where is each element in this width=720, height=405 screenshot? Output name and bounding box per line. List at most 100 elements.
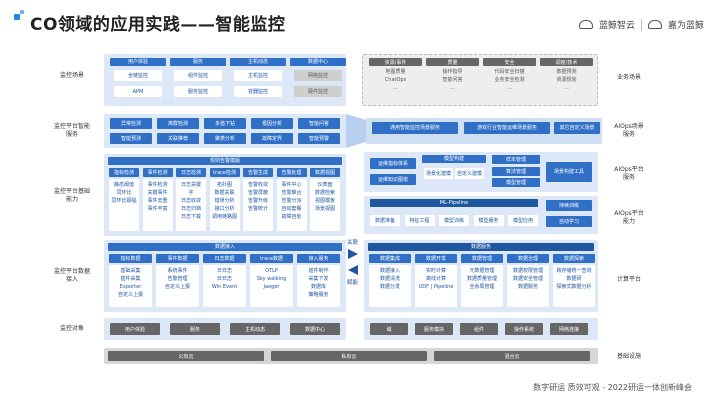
ml-pipeline-side[interactable]: 持续训练 xyxy=(546,200,592,211)
base-col-item[interactable]: 静态阈值 xyxy=(113,182,134,188)
ml-pipeline-step[interactable]: 特征工程 xyxy=(404,215,435,226)
base-col-item[interactable]: 事件去重 xyxy=(147,198,168,204)
compute-col-item[interactable]: 数据安全管理 xyxy=(512,276,543,282)
base-col-item[interactable]: 视图模板 xyxy=(314,198,335,204)
access-col-item[interactable]: 自定义上报 xyxy=(117,292,143,298)
ml-pipeline-step[interactable]: 模型服务 xyxy=(473,215,504,226)
compute-col-item[interactable]: 实时计算 xyxy=(425,268,446,274)
smart-service-cell[interactable]: 聚类分析 xyxy=(204,133,246,144)
smart-service-cell[interactable]: 关联推荐 xyxy=(157,133,199,144)
access-col-item[interactable]: Jaeger xyxy=(263,284,280,290)
infra-cell[interactable]: 混合云 xyxy=(434,351,590,361)
model-build-item[interactable]: 自定义建模 xyxy=(455,168,484,179)
compute-col-item[interactable]: 全余局管理 xyxy=(469,284,495,290)
smart-service-cell[interactable]: 故障定界 xyxy=(251,133,293,144)
aiops-platform-left-cell[interactable]: 运维知识图谱 xyxy=(370,174,416,185)
access-col-item[interactable]: 数据库 xyxy=(310,284,326,290)
base-col-item[interactable]: 同环比振幅 xyxy=(111,198,137,204)
access-col-item[interactable]: 基础采集 xyxy=(120,268,141,274)
smart-service-cell[interactable]: 离群检测 xyxy=(157,118,199,129)
compute-col-item[interactable]: 离线计算 xyxy=(425,276,446,282)
base-col-item[interactable]: 日志关键 xyxy=(180,182,201,188)
base-col-item[interactable]: 仪表盘 xyxy=(317,182,333,188)
base-col-item[interactable]: 字 xyxy=(188,190,194,196)
smart-service-cell[interactable]: 多值下钻 xyxy=(204,118,246,129)
access-col-item[interactable]: Sky walking xyxy=(256,276,287,282)
compute-col-item[interactable]: 数据权限管理 xyxy=(512,268,543,274)
model-build-item[interactable]: 场景化建模 xyxy=(424,168,453,179)
compute-col-item[interactable]: 数据接入 xyxy=(379,268,400,274)
base-col-item[interactable]: 场景视图 xyxy=(314,206,335,212)
compute-col-item[interactable]: 数据清洗 xyxy=(379,276,400,282)
base-col-item[interactable]: 日志归档 xyxy=(180,206,201,212)
infra-cell[interactable]: 公有云 xyxy=(108,351,264,361)
base-col-item[interactable]: 告警收敛 xyxy=(247,182,268,188)
base-col-item[interactable]: 调用链路图 xyxy=(211,214,237,220)
base-col-item[interactable]: 事件中心 xyxy=(281,182,302,188)
base-col-item[interactable]: 告警统计 xyxy=(247,206,268,212)
base-col-item[interactable]: 日志收敛 xyxy=(180,198,201,204)
compute-col-item[interactable]: UDF | Pipeline xyxy=(418,284,454,290)
monitor-object-cell[interactable]: 服务 xyxy=(170,323,220,335)
aiops-platform-left-cell[interactable]: 运维指标体系 xyxy=(370,158,416,169)
monitor-object-cell[interactable]: 数据中心 xyxy=(290,323,340,335)
smart-service-cell[interactable]: 智能问答 xyxy=(298,118,340,129)
aiops-scene-cell[interactable]: 其它自定义场景 xyxy=(554,122,600,134)
scene-item[interactable]: 组件监控 xyxy=(174,70,222,81)
access-col-item[interactable]: 插件制作 xyxy=(308,268,329,274)
access-col-item[interactable]: 插件采集 xyxy=(120,276,141,282)
base-col-item[interactable]: 关键事件 xyxy=(147,190,168,196)
smart-service-cell[interactable]: 根因分析 xyxy=(251,118,293,129)
access-col-item[interactable]: 日日志 xyxy=(216,276,232,282)
access-col-item[interactable]: OTLP xyxy=(265,268,278,274)
sample-manage-cell[interactable]: 样本管理 xyxy=(492,155,540,164)
smart-service-cell[interactable]: 智能预警 xyxy=(298,133,340,144)
base-col-item[interactable]: 同环比 xyxy=(116,190,132,196)
base-col-item[interactable]: 告警屏蔽 xyxy=(247,190,268,196)
access-col-item[interactable]: 策略服务 xyxy=(308,292,329,298)
ml-pipeline-side[interactable]: 自动学习 xyxy=(546,216,592,227)
compute-col-item[interactable]: 数据质量管理 xyxy=(466,276,497,282)
base-col-item[interactable]: 自动套餐 xyxy=(281,206,302,212)
scene-item[interactable]: 主机监控 xyxy=(234,70,282,81)
base-col-item[interactable]: 日志下载 xyxy=(180,214,201,220)
algo-model-cell[interactable]: 算法管理 xyxy=(492,167,540,176)
compute-col-item[interactable]: 数据研 xyxy=(566,276,582,282)
ml-pipeline-step[interactable]: 模型应用 xyxy=(508,215,538,226)
algo-model-cell[interactable]: 模型管理 xyxy=(492,178,540,187)
aiops-scene-cell[interactable]: 通用智能监控场景服务 xyxy=(372,122,458,134)
base-col-item[interactable]: 告警分派 xyxy=(281,198,302,204)
base-col-item[interactable]: 告警升级 xyxy=(247,198,268,204)
compute-col-item[interactable]: 元数据管理 xyxy=(469,268,495,274)
monitor-object-cell[interactable]: 网络连接 xyxy=(550,323,588,335)
base-col-item[interactable]: 事件丰富 xyxy=(147,206,168,212)
smart-service-cell[interactable]: 智能预测 xyxy=(110,133,152,144)
base-col-item[interactable]: 数据关联 xyxy=(214,190,235,196)
base-col-item[interactable]: 数据检索 xyxy=(314,190,335,196)
compute-col-item[interactable]: 数据分发 xyxy=(379,284,400,290)
monitor-object-cell[interactable]: 操作系统 xyxy=(505,323,543,335)
access-col-item[interactable]: Win Event xyxy=(211,284,238,290)
base-col-item[interactable]: 告警聚合 xyxy=(281,190,302,196)
scene-item[interactable]: 网络监控 xyxy=(294,70,342,81)
scene-item[interactable]: 容器监控 xyxy=(234,86,282,97)
monitor-object-cell[interactable]: 用户体验 xyxy=(110,323,160,335)
monitor-object-cell[interactable]: 域 xyxy=(370,323,408,335)
scene-item[interactable]: 全链监控 xyxy=(114,70,162,81)
base-col-item[interactable]: 拓扑图 xyxy=(216,182,232,188)
compute-col-item[interactable]: 跨存储统一查询 xyxy=(556,268,592,274)
ml-pipeline-step[interactable]: 数据准备 xyxy=(370,215,400,226)
access-col-item[interactable]: 告警管理 xyxy=(167,276,188,282)
scene-item[interactable]: APM xyxy=(114,86,162,97)
base-col-item[interactable]: 接口分析 xyxy=(214,206,235,212)
smart-service-cell[interactable]: 异常检测 xyxy=(110,118,152,129)
access-col-item[interactable]: 采集下发 xyxy=(308,276,329,282)
scene-build-tool-cell[interactable]: 场景构建工具 xyxy=(546,162,592,182)
access-col-item[interactable]: Exporter xyxy=(119,284,142,290)
scene-item[interactable]: 服务监控 xyxy=(174,86,222,97)
access-col-item[interactable]: 日日志 xyxy=(216,268,232,274)
ml-pipeline-step[interactable]: 模型训练 xyxy=(439,215,469,226)
base-col-item[interactable]: 错误分析 xyxy=(214,198,235,204)
compute-col-item[interactable]: 数据服务 xyxy=(517,284,538,290)
monitor-object-cell[interactable]: 组件 xyxy=(460,323,498,335)
